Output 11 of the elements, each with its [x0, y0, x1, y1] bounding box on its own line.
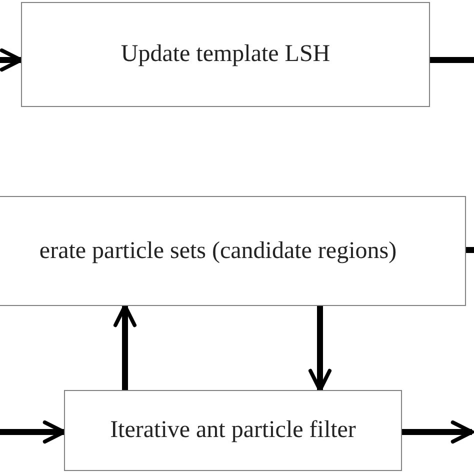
box-label: Update template LSH: [120, 41, 330, 68]
process-box: [0, 196, 466, 306]
box-label: erate particle sets (candidate regions): [39, 238, 397, 264]
arrow: [308, 306, 332, 392]
process-box: [21, 2, 430, 107]
arrow: [113, 304, 137, 390]
box-label: Iterative ant particle filter: [110, 417, 356, 444]
process-box: [64, 390, 402, 471]
arrow: [402, 420, 474, 444]
arrow: [0, 48, 23, 72]
arrow: [0, 420, 66, 444]
